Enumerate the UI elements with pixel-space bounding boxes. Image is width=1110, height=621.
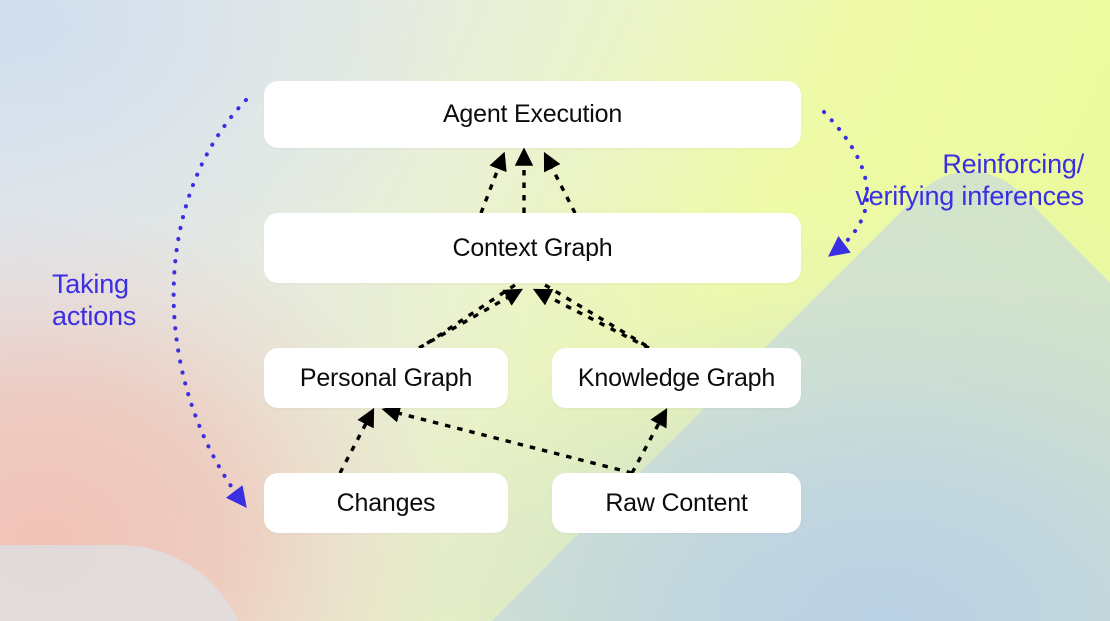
node-agent-execution[interactable]: Agent Execution <box>264 81 801 148</box>
annotation-reinforcing-inferences: Reinforcing/ verifying inferences <box>855 149 1084 211</box>
edge-context-to-agent-left <box>479 151 507 214</box>
edge-raw-to-knowledge <box>630 407 668 474</box>
node-raw-content-label: Raw Content <box>605 488 748 517</box>
node-context-graph-label: Context Graph <box>452 233 613 262</box>
node-personal-graph-label: Personal Graph <box>299 363 473 392</box>
edge-context-to-agent-right <box>543 151 577 214</box>
node-changes-label: Changes <box>336 488 436 517</box>
annotation-taking-actions: Taking actions <box>52 269 137 331</box>
node-knowledge-graph[interactable]: Knowledge Graph <box>552 348 801 408</box>
node-context-graph[interactable]: Context Graph <box>264 213 801 283</box>
node-personal-graph[interactable]: Personal Graph <box>264 348 508 408</box>
edge-context-down-right <box>544 283 651 350</box>
node-knowledge-graph-label: Knowledge Graph <box>577 363 776 392</box>
edge-raw-to-personal <box>381 404 633 475</box>
node-raw-content[interactable]: Raw Content <box>552 473 801 533</box>
node-agent-execution-label: Agent Execution <box>442 100 623 128</box>
edge-personal-to-context <box>418 288 523 350</box>
node-changes[interactable]: Changes <box>264 473 508 533</box>
background-corner-blob <box>0 545 250 621</box>
edge-knowledge-to-context <box>532 288 650 350</box>
edge-context-down-left <box>419 283 516 350</box>
edge-changes-to-personal <box>338 407 375 474</box>
arc-taking-actions <box>171 98 248 508</box>
